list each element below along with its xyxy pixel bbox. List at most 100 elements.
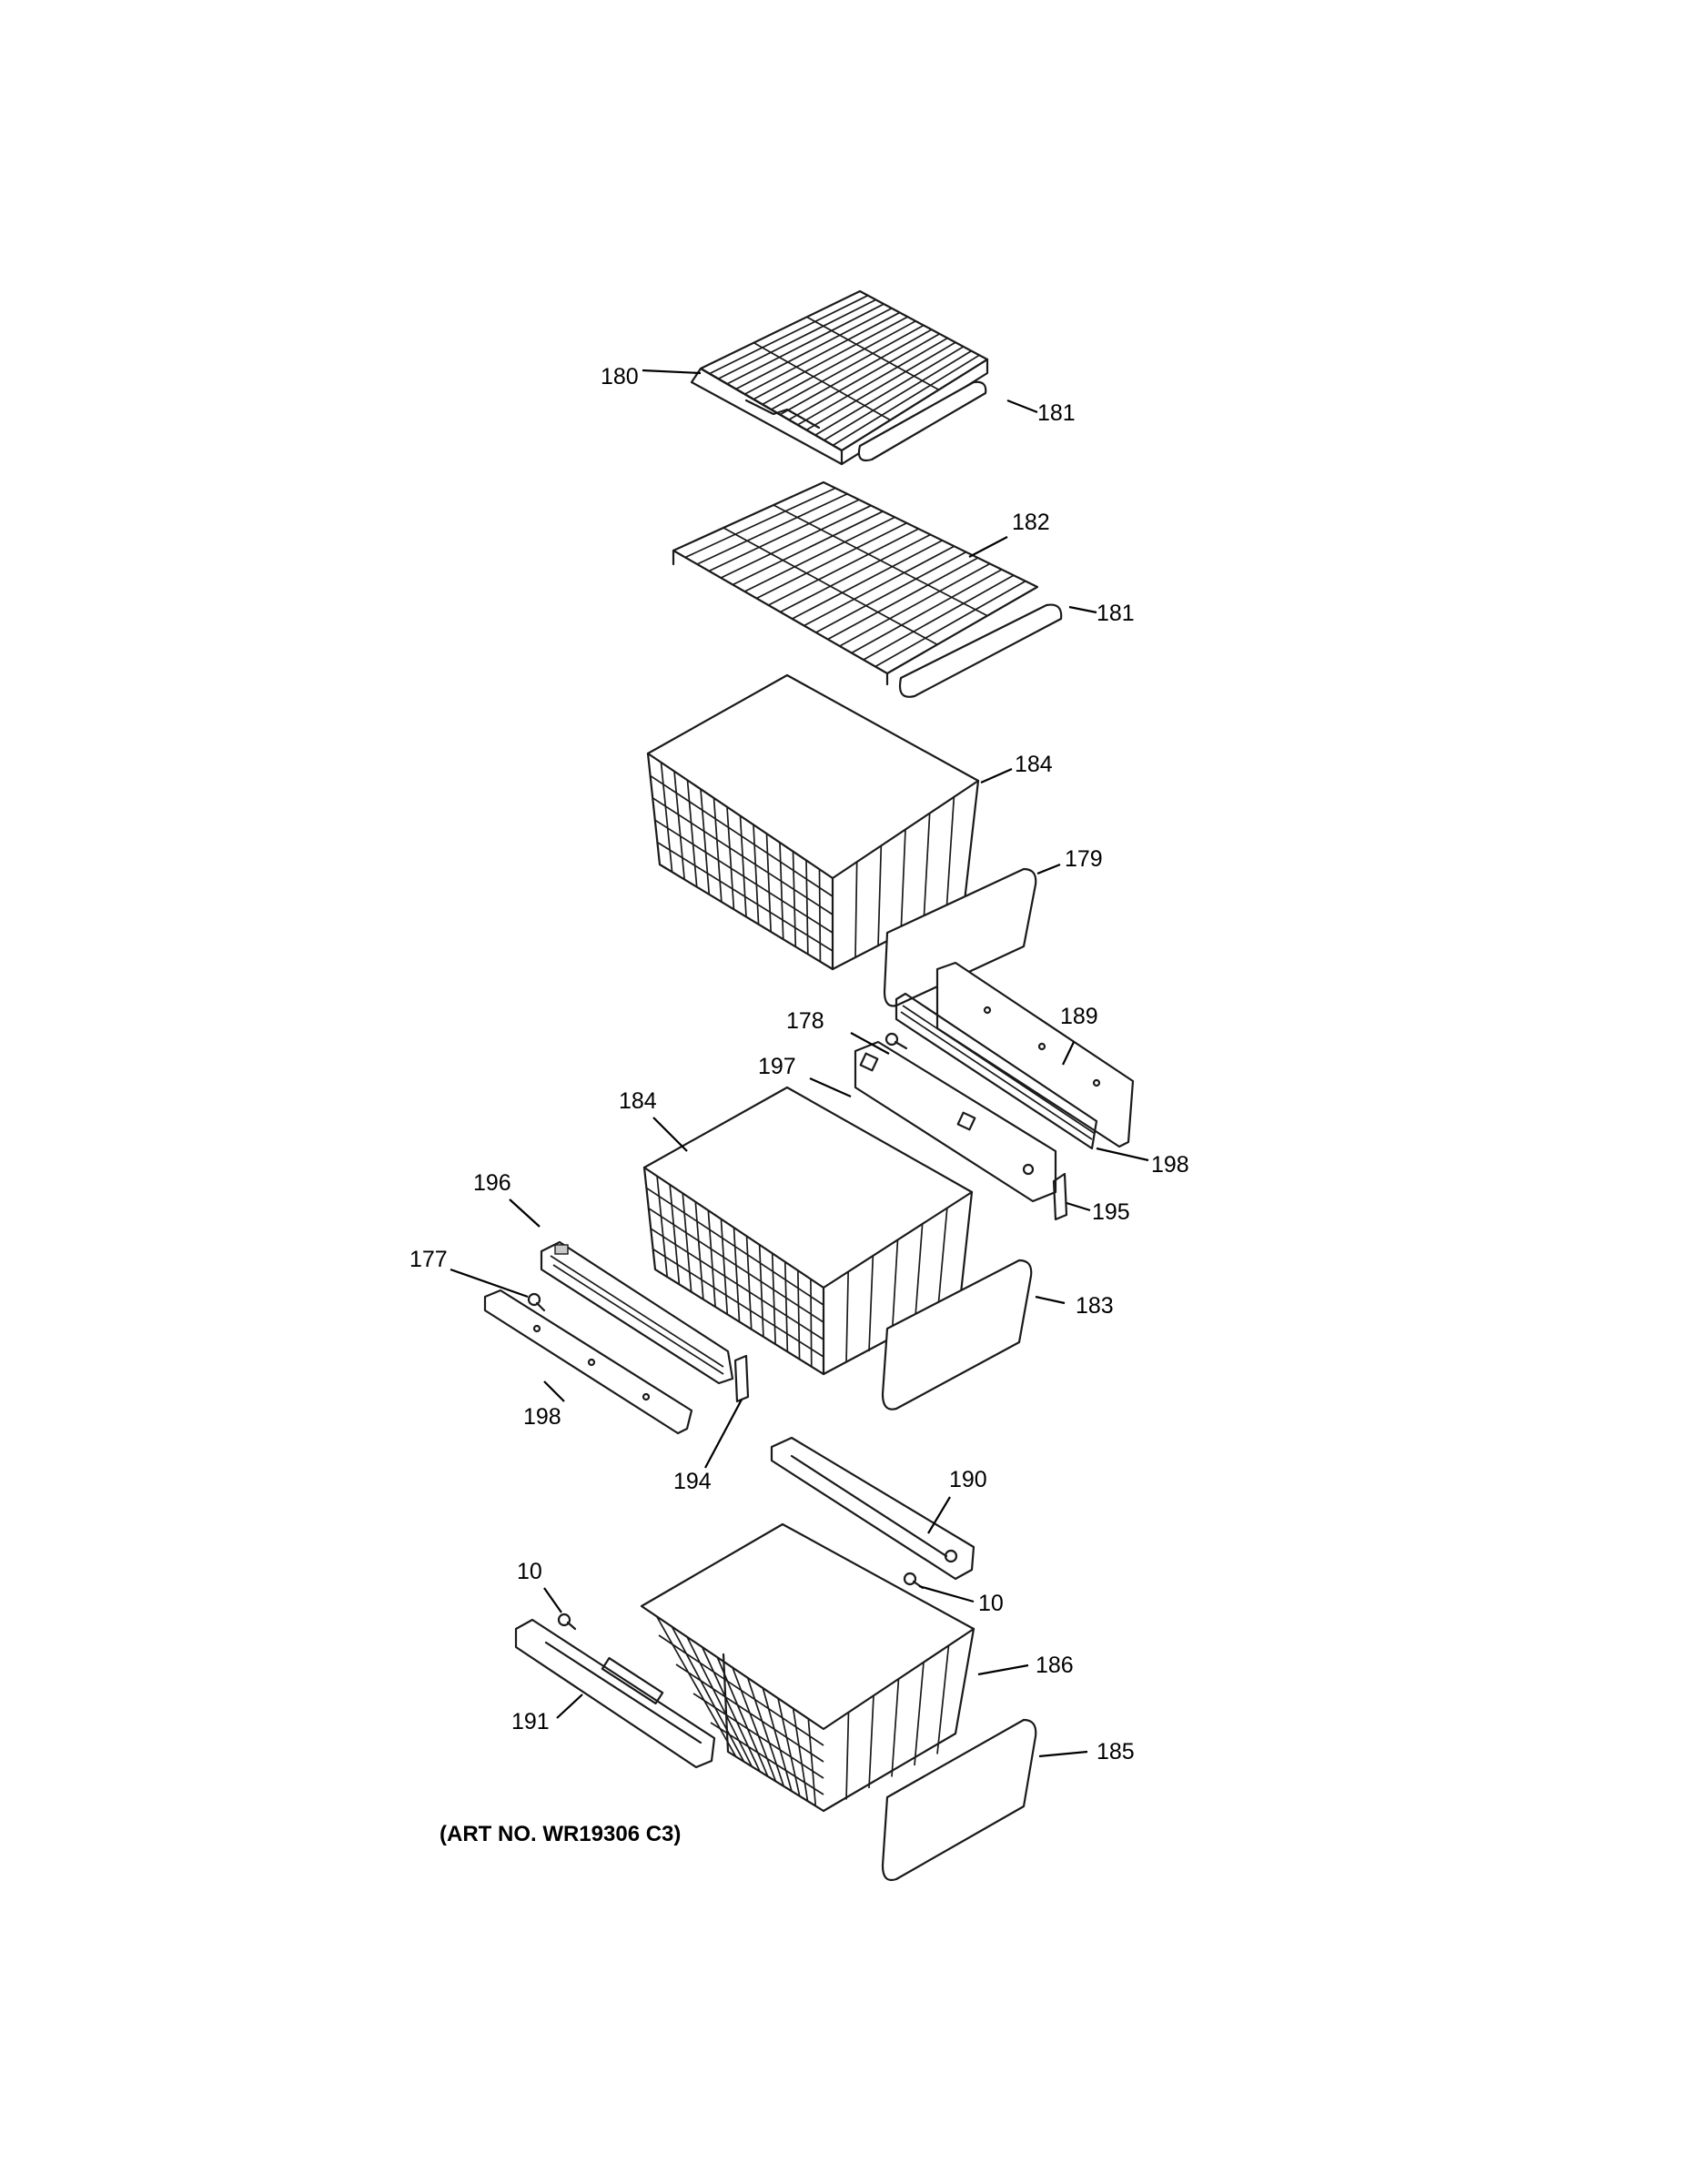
wire-segment <box>710 1722 824 1795</box>
wire-segment <box>771 1253 776 1345</box>
wire-segment <box>682 1193 692 1292</box>
part-197-bracket <box>854 1040 1057 1203</box>
callout-181-top: 181 <box>1037 400 1076 426</box>
wire-segment <box>832 354 980 447</box>
wire-segment <box>792 1708 809 1802</box>
wire-segment <box>810 1279 813 1367</box>
part-10-screw-left <box>557 1613 577 1631</box>
wire-segment <box>753 824 760 925</box>
wire-segment <box>891 1239 899 1340</box>
wire-segment <box>914 1662 925 1766</box>
part-186-wire-basket-lower <box>640 1522 975 1813</box>
art-number-label: (ART NO. WR19306 C3) <box>440 1822 681 1846</box>
wire-segment <box>732 1667 777 1782</box>
part-184-wire-basket-middle <box>642 1086 974 1376</box>
part-196-slide-rail-left <box>540 1240 734 1385</box>
wire-segment <box>739 815 747 917</box>
wire-segment <box>654 819 834 934</box>
wire-segment <box>655 1615 737 1757</box>
wire-segment <box>744 311 901 395</box>
wire-segment <box>735 307 893 390</box>
wire-segment <box>720 504 872 579</box>
wire-segment <box>805 860 809 955</box>
wire-segment <box>700 789 711 895</box>
wire-segment <box>726 303 884 385</box>
wire-segment <box>753 316 908 400</box>
wire-segment <box>684 487 836 559</box>
wire-segment <box>716 1656 769 1777</box>
wire-segment <box>686 780 698 887</box>
callout-195: 195 <box>1092 1199 1130 1225</box>
callout-198-right: 198 <box>1151 1152 1189 1178</box>
callout-labels: 180 181 182 181 184 179 178 189 197 184 … <box>409 364 1189 1764</box>
callout-180: 180 <box>601 364 639 389</box>
wire-segment <box>753 341 891 421</box>
wire-segment <box>923 813 931 925</box>
wire-segment <box>650 1228 824 1340</box>
wire-segment <box>900 829 906 935</box>
wire-segment <box>788 333 940 420</box>
callout-183: 183 <box>1076 1293 1114 1319</box>
wire-segment <box>824 349 972 441</box>
part-182-wire-shelf <box>672 480 1039 686</box>
wire-segment <box>891 1678 900 1777</box>
wire-segment <box>713 797 723 903</box>
wire-segment <box>746 1677 785 1787</box>
wire-segment <box>671 1626 745 1763</box>
wire-segment <box>645 1187 824 1306</box>
callout-197: 197 <box>758 1054 796 1079</box>
leader-lines <box>450 369 1149 1758</box>
wire-segment <box>660 762 673 873</box>
wire-segment <box>723 527 938 646</box>
callout-10-right: 10 <box>978 1591 1004 1616</box>
part-179-basket-front <box>883 867 1037 1007</box>
wire-segment <box>945 796 955 913</box>
wire-segment <box>732 511 884 586</box>
wire-segment <box>650 774 834 897</box>
part-177-screw <box>527 1292 546 1312</box>
wire-segment <box>708 499 860 572</box>
callout-184-upper: 184 <box>1015 752 1053 777</box>
wire-segment <box>779 329 933 416</box>
wire-segment <box>936 1645 950 1754</box>
wire-segment <box>756 521 907 600</box>
wire-segment <box>780 533 931 613</box>
wire-segment <box>673 771 685 880</box>
wire-segment <box>851 569 1003 654</box>
wire-segment <box>854 862 858 958</box>
wire-segment <box>777 1698 801 1796</box>
wire-segment <box>733 1227 741 1322</box>
wire-segment <box>797 337 948 426</box>
wire-segment <box>656 1176 669 1278</box>
callout-190: 190 <box>949 1467 987 1492</box>
wire-segment <box>797 1270 801 1360</box>
wire-segment <box>686 1636 753 1767</box>
part-180-wire-shelf <box>690 289 989 466</box>
wire-segment <box>745 1236 753 1330</box>
wire-segment <box>726 806 735 910</box>
part-181-shelf-trim-top <box>857 380 987 462</box>
wire-segment <box>877 845 883 947</box>
wire-segment <box>815 551 967 633</box>
callout-196: 196 <box>473 1170 511 1196</box>
part-191-front-bracket <box>514 1618 716 1769</box>
wire-segment <box>658 1634 824 1746</box>
wire-segment <box>827 557 979 641</box>
wire-segment <box>806 316 940 391</box>
callout-185: 185 <box>1097 1739 1135 1764</box>
wire-segment <box>845 1712 850 1800</box>
callout-184-middle: 184 <box>619 1088 657 1114</box>
wire-segment <box>914 1223 924 1330</box>
wire-segment <box>779 842 784 940</box>
part-190-rear-bracket <box>770 1436 975 1581</box>
wire-segment <box>783 1261 789 1352</box>
callout-198-left: 198 <box>523 1404 561 1430</box>
part-198-slide-rail-right <box>895 992 1098 1150</box>
wire-segment <box>805 341 956 431</box>
callout-178: 178 <box>786 1008 824 1034</box>
wire-segment <box>868 1255 874 1352</box>
part-184-wire-basket-upper <box>646 673 980 971</box>
callout-182: 182 <box>1012 510 1050 535</box>
callout-191: 191 <box>511 1709 550 1734</box>
wire-segment <box>839 562 991 647</box>
